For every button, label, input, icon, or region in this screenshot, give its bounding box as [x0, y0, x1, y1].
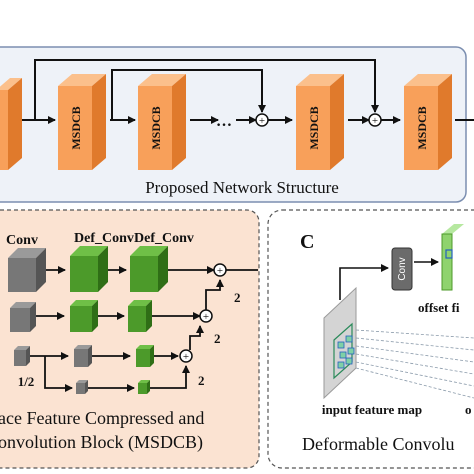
offset-field [441, 224, 464, 291]
msdcb-caption-line2: onvolution Block (MSDCB) [0, 432, 203, 453]
msdcb-block-1: MSDCB [58, 74, 106, 170]
msdcb-label-2: MSDCB [149, 106, 163, 149]
downsample-label: 1/2 [18, 374, 35, 389]
projection-lines [355, 329, 474, 399]
upsample-label-3: 2 [198, 373, 205, 388]
offset-conv-box: Conv [391, 247, 413, 291]
gray-cube-row4 [76, 380, 88, 394]
conv-cube-row2 [10, 302, 36, 332]
deformable-caption: Deformable Convolu [302, 434, 454, 454]
svg-text:+: + [183, 351, 189, 363]
output-label-fragment: o [465, 402, 472, 417]
msdcb-label-3: MSDCB [307, 106, 321, 149]
msdcb-sum-node-3: + [179, 349, 193, 363]
svg-text:+: + [203, 311, 209, 323]
msdcb-sum-node-2: + [199, 309, 213, 323]
msdcb-block-3: MSDCB [296, 74, 344, 170]
skip-connections [0, 59, 474, 124]
msdcb-label-1: MSDCB [69, 106, 83, 149]
network-structure-caption: Proposed Network Structure [145, 178, 339, 197]
svg-text:+: + [217, 265, 223, 277]
col-label-conv: Conv [6, 233, 38, 248]
conv-cube-row1 [8, 248, 46, 292]
sum-node-2: + [368, 113, 382, 127]
sum-node-1: + [255, 113, 269, 127]
defconv-cube-row2-a [70, 300, 98, 332]
col-label-defconv-1: Def_Conv [74, 231, 134, 246]
panel-letter-c: C [300, 231, 314, 253]
network-structure-panel: MSDCB MSDCB … + MSDCB + [0, 46, 474, 203]
gray-cube-row3 [74, 345, 92, 367]
upsample-label-2: 2 [214, 331, 221, 346]
defconv-cube-row1-a [70, 246, 108, 292]
msdcb-connections [30, 266, 258, 392]
col-label-defconv-2: Def_Conv [134, 231, 194, 246]
msdcb-sum-node-1: + [213, 263, 227, 277]
input-feature-map-label: input feature map [322, 402, 422, 417]
offset-field-label: offset fi [418, 300, 460, 315]
ellipsis: … [216, 113, 232, 130]
msdcb-block-partial [0, 78, 22, 170]
svg-text:Conv: Conv [397, 257, 408, 280]
conv-cube-row3 [14, 346, 30, 366]
msdcb-label-4: MSDCB [415, 106, 429, 149]
deform-arrows [339, 258, 439, 300]
svg-text:+: + [372, 115, 378, 127]
input-feature-map [323, 286, 357, 400]
deformable-conv-panel: C Conv [267, 209, 474, 469]
defconv-cube-row4 [138, 380, 150, 394]
msdcb-panel: Conv Def_Conv Def_Conv [0, 209, 260, 469]
msdcb-block-4: MSDCB [404, 74, 452, 170]
upsample-label-1: 2 [234, 290, 241, 305]
defconv-cube-row3 [136, 345, 154, 367]
defconv-cube-row1-b [130, 246, 168, 292]
msdcb-block-2: MSDCB [138, 74, 186, 170]
defconv-cube-row2-b [128, 300, 152, 332]
msdcb-caption-line1: ace Feature Compressed and [0, 408, 204, 428]
svg-text:+: + [259, 115, 265, 127]
